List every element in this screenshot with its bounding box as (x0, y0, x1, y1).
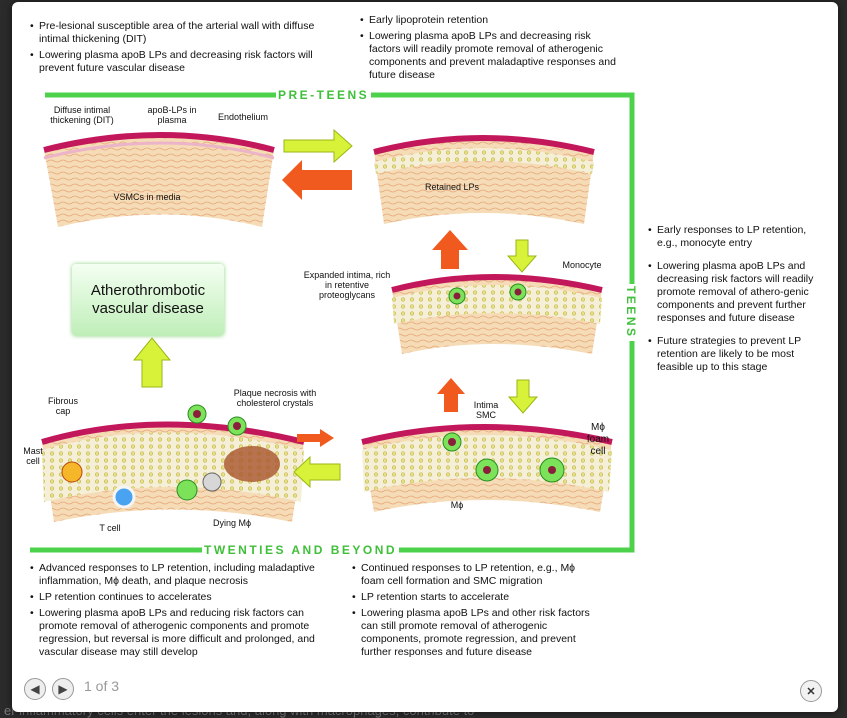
arrow-down-yellow-2 (507, 379, 539, 414)
note-item: Lowering plasma apoB LPs and decreasing … (648, 260, 828, 325)
label-endothelium: Endothelium (217, 112, 269, 122)
label-vsmcs: VSMCs in media (113, 192, 181, 202)
close-button[interactable]: ✕ (800, 680, 822, 702)
atherosclerosis-figure: PRE-TEENS TEENS TWENTIES AND BEYOND Pre-… (12, 2, 838, 712)
note-item: Advanced responses to LP retention, incl… (30, 562, 330, 588)
label-monocyte: Monocyte (562, 260, 602, 270)
note-top-right: Early lipoprotein retention Lowering pla… (360, 14, 620, 85)
arrow-right-orange-small (297, 429, 334, 447)
label-retained: Retained LPs (424, 182, 480, 192)
note-bottom-left: Advanced responses to LP retention, incl… (30, 562, 330, 662)
figure-graphics (30, 92, 635, 553)
note-item: Lowering plasma apoB LPs and other risk … (352, 607, 592, 659)
label-apob: apoB-LPs in plasma (147, 105, 197, 125)
arrow-up-yellow-athero (132, 337, 172, 388)
label-tcell: T cell (99, 523, 121, 533)
close-icon: ✕ (806, 685, 816, 698)
artery-wall-monocyte (391, 274, 603, 354)
label-mast: Mast cell (23, 446, 43, 466)
label-dit: Diffuse intimal thickening (DIT) (50, 105, 114, 125)
arrow-up-orange-1 (432, 230, 468, 269)
athero-label: Atherothrombotic vascular disease (90, 282, 206, 317)
arrow-left-preteens (282, 160, 352, 200)
prev-button[interactable]: ◀ (24, 678, 46, 700)
note-item: Lowering plasma apoB LPs and reducing ri… (30, 607, 330, 659)
note-top-left: Pre-lesional susceptible area of the art… (30, 20, 320, 78)
lightbox-dialog: PRE-TEENS TEENS TWENTIES AND BEYOND Pre-… (12, 2, 838, 712)
note-item: Lowering plasma apoB LPs and decreasing … (360, 30, 620, 82)
note-item: LP retention starts to accelerate (352, 591, 592, 604)
note-item: Future strategies to prevent LP retentio… (648, 335, 828, 374)
stage-label-twenties: TWENTIES AND BEYOND (202, 543, 400, 557)
note-item: Pre-lesional susceptible area of the art… (30, 20, 320, 46)
label-dying: Dying Mϕ (212, 518, 252, 528)
note-bottom-right: Continued responses to LP retention, e.g… (352, 562, 592, 662)
label-fibrous: Fibrous cap (47, 396, 78, 416)
note-right: Early responses to LP retention, e.g., m… (648, 224, 828, 377)
label-expanded: Expanded intima, rich in retentive prote… (303, 270, 391, 300)
arrow-up-orange-2 (437, 378, 465, 412)
arrow-down-yellow-1 (506, 239, 538, 273)
arrow-right-icon: ▶ (58, 682, 68, 696)
label-necrosis: Plaque necrosis with cholesterol crystal… (233, 388, 317, 408)
stage-label-teens: TEENS (624, 284, 638, 341)
artery-wall-advanced (41, 404, 305, 522)
note-item: Lowering plasma apoB LPs and decreasing … (30, 49, 320, 75)
arrow-left-icon: ◀ (30, 682, 40, 696)
artery-wall-retained (373, 135, 595, 224)
artery-wall-foam (361, 424, 613, 512)
stage-label-preteens: PRE-TEENS (276, 88, 372, 102)
note-item: LP retention continues to accelerates (30, 591, 330, 604)
label-intima-smc: Intima SMC (473, 400, 499, 420)
note-item: Continued responses to LP retention, e.g… (352, 562, 592, 588)
next-button[interactable]: ▶ (52, 678, 74, 700)
atherothrombotic-box: Atherothrombotic vascular disease (72, 264, 224, 336)
note-item: Early responses to LP retention, e.g., m… (648, 224, 828, 250)
arrow-right-preteens (283, 128, 353, 164)
page-count: 1 of 3 (84, 678, 120, 694)
label-mphi: Mϕ (450, 500, 464, 510)
note-item: Early lipoprotein retention (360, 14, 620, 27)
label-foam: Mϕ foam cell (586, 422, 610, 457)
arrow-left-yellow-small (293, 455, 341, 489)
artery-wall-preteens (43, 132, 275, 227)
